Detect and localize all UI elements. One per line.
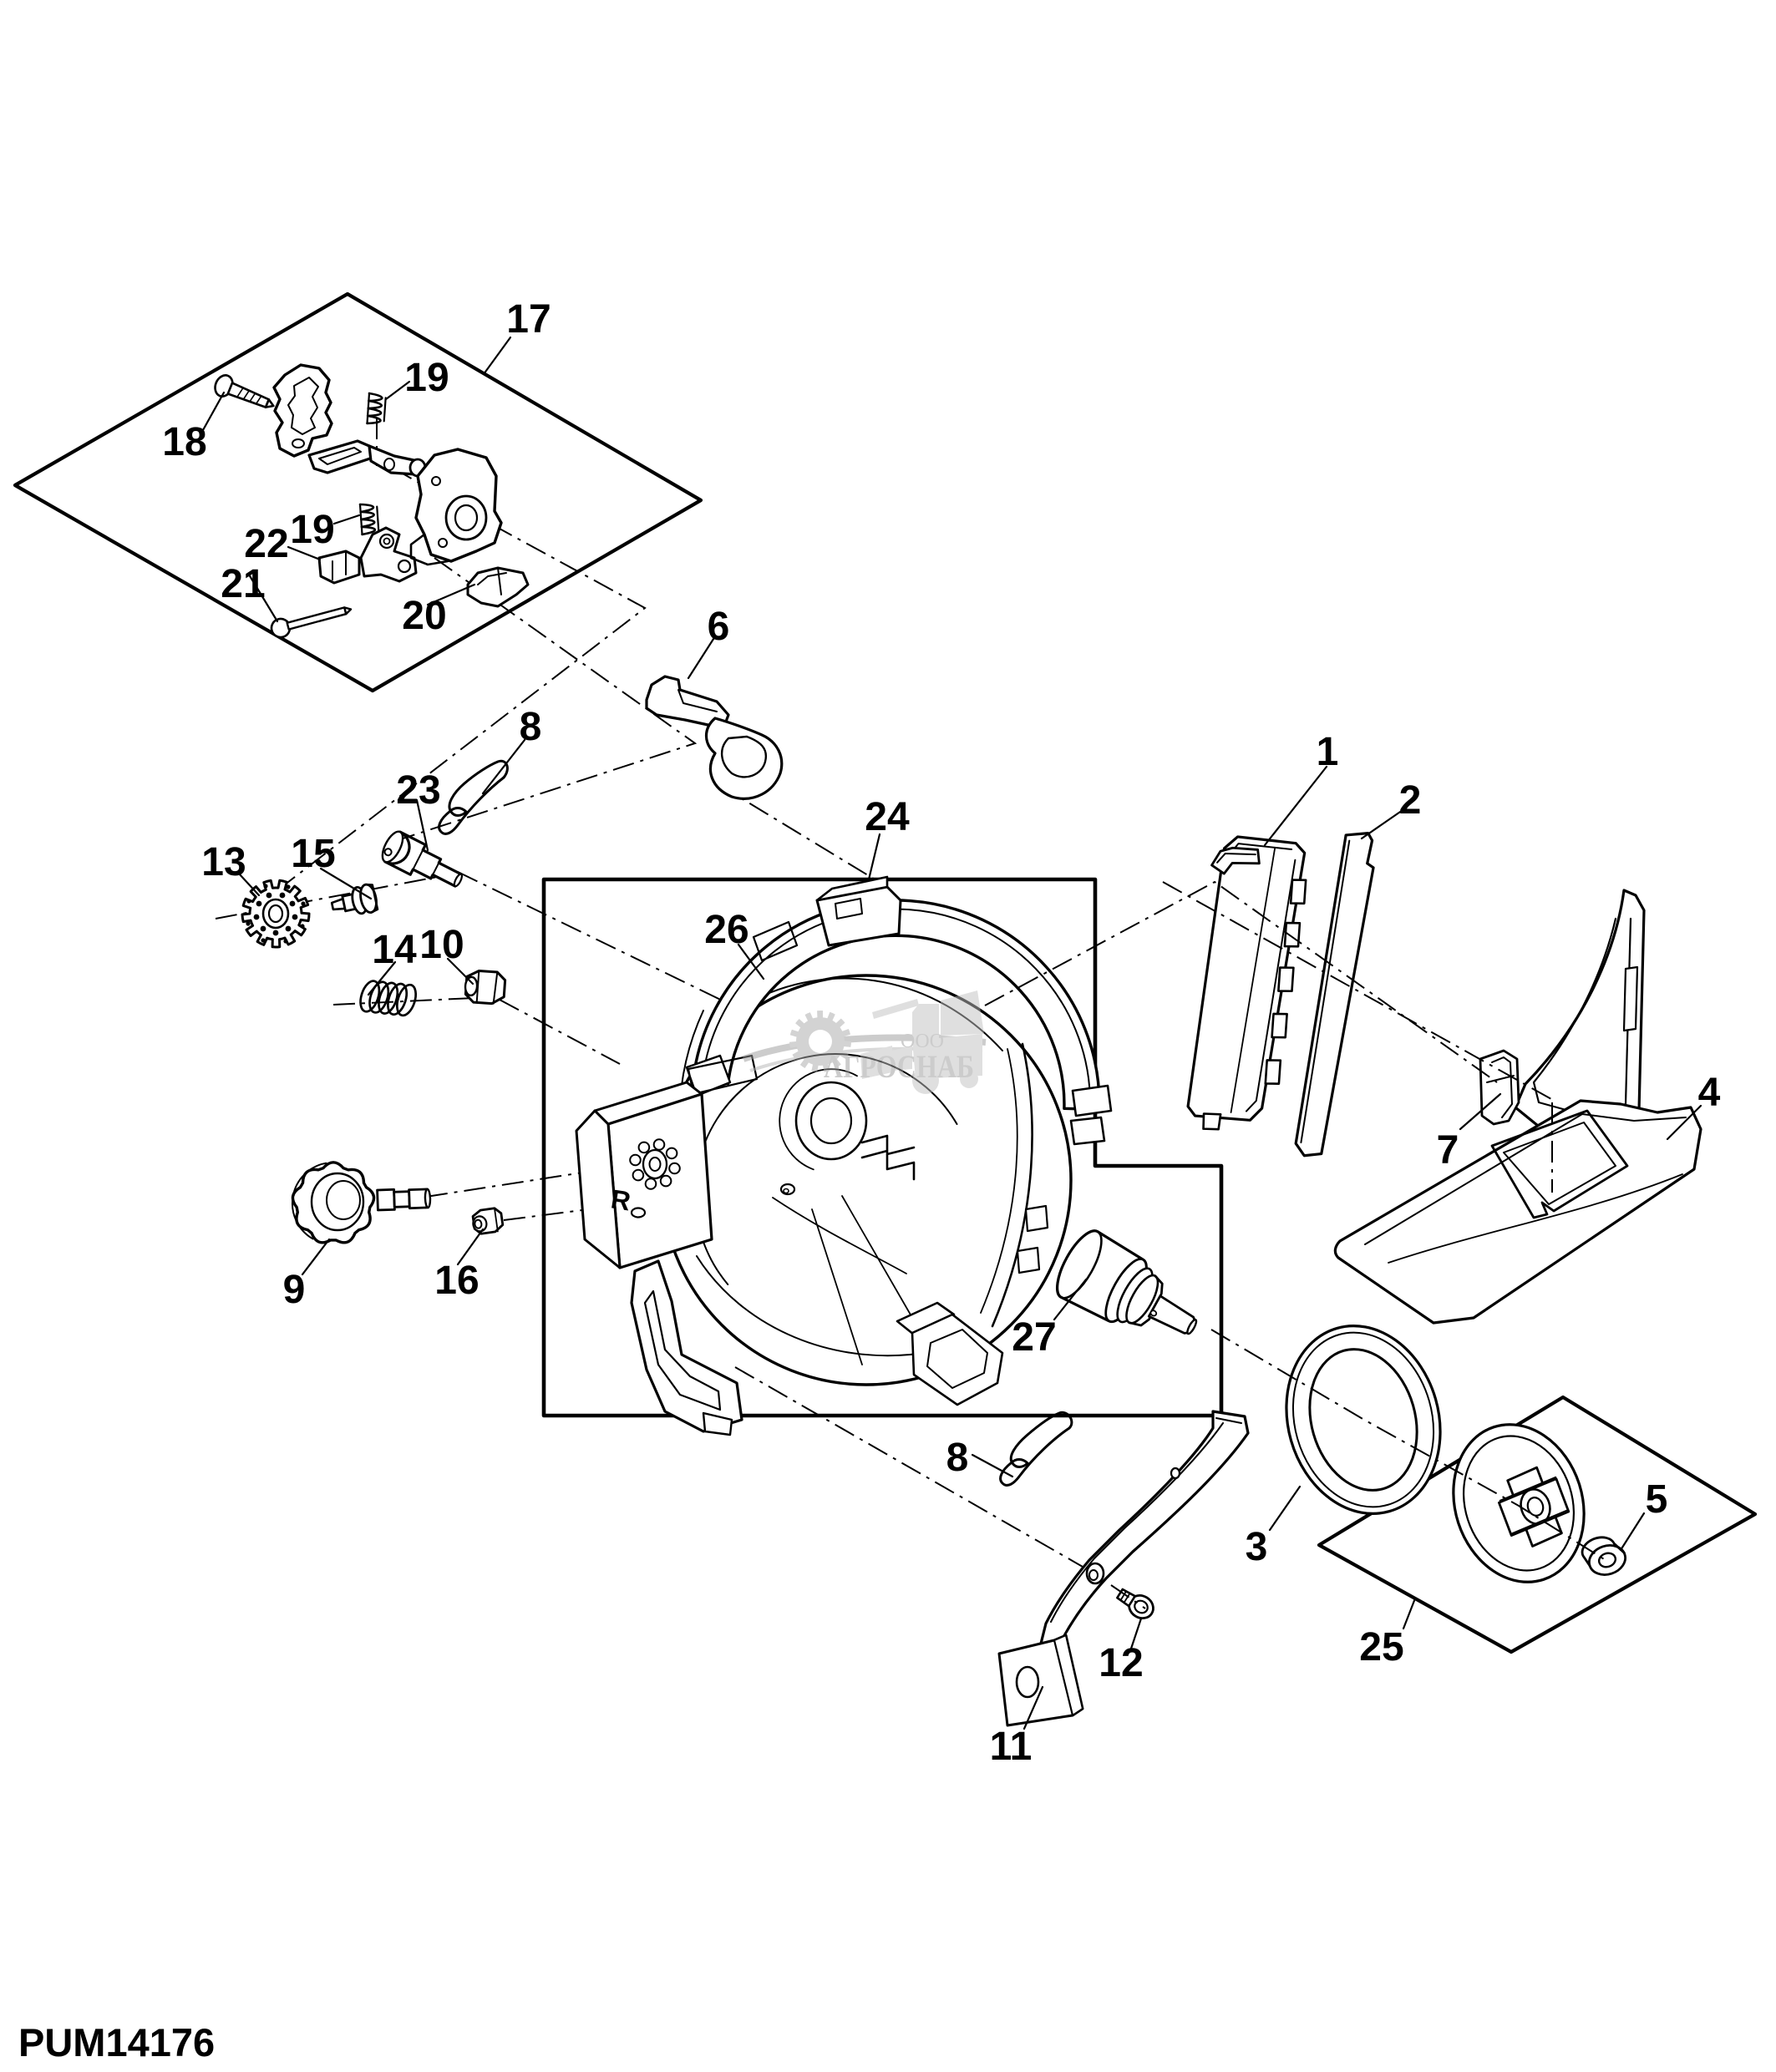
callout-25: 25 [1359, 1625, 1403, 1669]
callout-2: 2 [1399, 778, 1422, 823]
callout-13: 13 [201, 840, 246, 884]
inset-frame-17 [13, 291, 703, 693]
callout-26: 26 [704, 908, 748, 952]
callout-21: 21 [221, 562, 265, 606]
part-17-bellcrank [359, 526, 418, 583]
drawing-code: PUM14176 [18, 2020, 215, 2064]
part-9-shaft [376, 1188, 432, 1212]
callout-4: 4 [1698, 1071, 1721, 1115]
watermark: ООО АГРОСНАБ [742, 990, 987, 1094]
callout-8: 8 [946, 1436, 969, 1480]
callout-24: 24 [865, 795, 910, 839]
callout-5: 5 [1646, 1477, 1668, 1522]
callout-14: 14 [372, 928, 417, 972]
part-21-pin [270, 606, 353, 639]
part-5-plug [1581, 1536, 1626, 1576]
part-16-nut [471, 1207, 505, 1235]
part-10-nut [464, 969, 507, 1006]
part-18-screw [214, 374, 275, 408]
part-27-cylinder [1056, 1229, 1198, 1335]
part-4-tray [1333, 1099, 1702, 1325]
part-7-bracket [1479, 889, 1646, 1131]
callout-18: 18 [162, 420, 206, 464]
disc-hub [1497, 1466, 1570, 1548]
part-17-cam-plate [272, 363, 333, 458]
callout-10: 10 [419, 923, 464, 967]
callout-20: 20 [402, 594, 446, 638]
housing-r-mark: R [609, 1183, 632, 1216]
callout-6: 6 [708, 605, 730, 649]
callout-3: 3 [1246, 1525, 1268, 1569]
callout-19: 19 [404, 356, 449, 400]
part-3-ring [1285, 1325, 1442, 1515]
watermark-prefix: ООО [901, 1031, 944, 1052]
callout-8: 8 [520, 705, 542, 749]
center-lines-over [984, 880, 1609, 1609]
part-2-strip [1294, 832, 1375, 1158]
part-17-bracket [409, 448, 503, 566]
part-23-pin [381, 830, 464, 888]
part-19a-spring [366, 392, 387, 425]
part-1-panel [1186, 835, 1307, 1131]
callout-27: 27 [1012, 1315, 1056, 1360]
callout-1: 1 [1317, 730, 1339, 774]
callout-11: 11 [990, 1725, 1033, 1769]
part-11-arm [997, 1410, 1250, 1727]
callout-16: 16 [434, 1259, 479, 1303]
callout-17: 17 [506, 297, 551, 342]
part-17-lever [307, 439, 427, 478]
callout-7: 7 [1437, 1128, 1459, 1173]
callout-leaders [201, 336, 1702, 1730]
part-25-disc [1452, 1423, 1586, 1583]
part-13-wheel [241, 879, 311, 949]
part-19b-spring [358, 503, 380, 536]
part-12-screw [1116, 1588, 1154, 1619]
callout-19: 19 [290, 508, 334, 552]
part-14-spring [359, 980, 418, 1017]
callout-12: 12 [1099, 1641, 1143, 1685]
part-9-knob [291, 1161, 376, 1244]
watermark-company: АГРОСНАБ [824, 1049, 974, 1085]
part-22-clamp [317, 550, 361, 585]
callout-22: 22 [244, 522, 288, 566]
harvester-silhouette [860, 990, 984, 1094]
part-20-lever [466, 566, 530, 608]
callout-15: 15 [291, 832, 335, 876]
callout-23: 23 [396, 768, 440, 813]
part-8b-pin [999, 1411, 1073, 1487]
main-frame-24 [541, 877, 1224, 1418]
part-6-lever [645, 675, 784, 800]
callout-9: 9 [283, 1268, 306, 1312]
part-8a-pin [438, 759, 509, 835]
